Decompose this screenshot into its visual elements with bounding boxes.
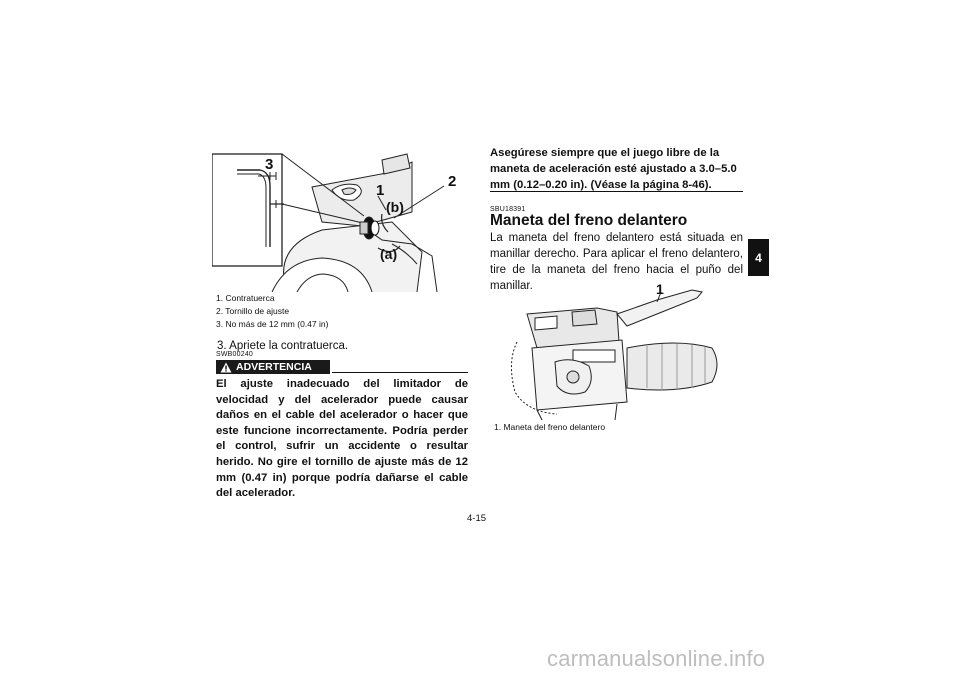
callout-item: 3. No más de 12 mm (0.47 in) (216, 319, 329, 329)
figure-label-3: 3 (265, 156, 273, 173)
figure-label-1: 1 (656, 282, 664, 297)
warning-triangle-icon (220, 362, 232, 372)
section-body: La maneta del freno delantero está situa… (490, 232, 743, 292)
figure-caption: 1. Maneta del freno delantero (494, 422, 606, 432)
page-number: 4-15 (467, 513, 487, 524)
section-divider (490, 191, 743, 192)
instruction-step: 3. Apriete la contratuerca. (217, 340, 349, 352)
warning-label: ADVERTENCIA (216, 360, 330, 374)
section-code: SBU18391 (490, 206, 526, 213)
figure-label-a: (a) (380, 246, 397, 262)
figure-label-b: (b) (386, 199, 404, 215)
watermark: carmanualsonline.info (547, 646, 766, 671)
front-brake-lever-illustration: 1 (511, 282, 718, 420)
callout-item: 1. Contratuerca (216, 293, 275, 303)
warning-label-text: ADVERTENCIA (236, 361, 312, 373)
figure-label-2: 2 (448, 173, 456, 190)
callout-item: 2. Tornillo de ajuste (216, 306, 290, 316)
section-title: Maneta del freno delantero (490, 212, 688, 229)
chapter-tab: 4 (748, 239, 769, 276)
throttle-adjuster-illustration: 3 1 2 (b) (a) (212, 153, 456, 292)
warning-rule (332, 372, 468, 373)
warning-text: El ajuste inadecuado del limitador de ve… (216, 378, 468, 500)
figure-callout-list: 1. Contratuerca 2. Tornillo de ajuste 3.… (216, 292, 476, 331)
warning-code: SWB00240 (216, 351, 254, 358)
throttle-freeplay-note: Asegúrese siempre que el juego libre de … (490, 147, 737, 191)
figure-label-1: 1 (376, 182, 384, 199)
